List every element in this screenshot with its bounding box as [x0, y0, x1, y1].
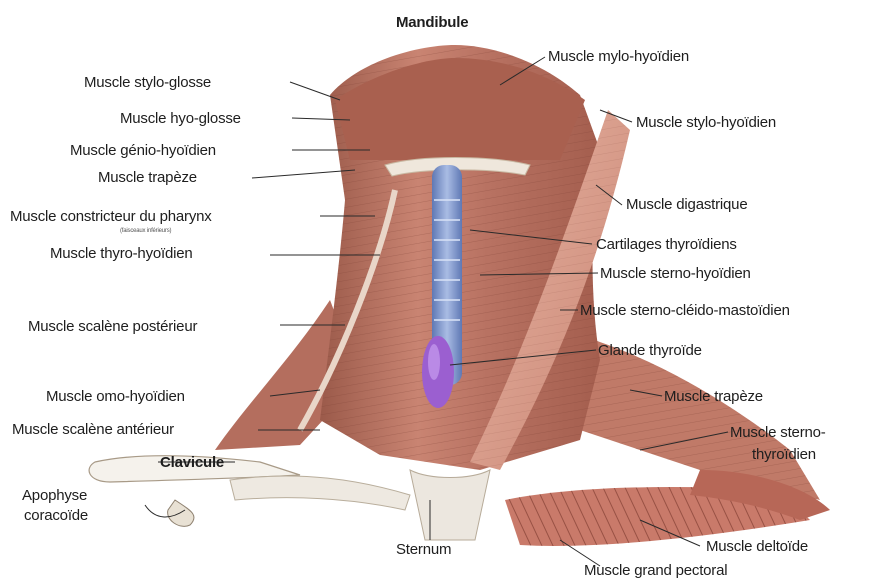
sternum-bone	[410, 470, 490, 540]
label-deltoide: Muscle deltoïde	[706, 538, 808, 555]
label-thyro-hyoidien: Muscle thyro-hyoïdien	[50, 245, 193, 262]
label-sterno-hyoidien: Muscle sterno-hyoïdien	[600, 265, 751, 282]
label-digastrique: Muscle digastrique	[626, 196, 747, 213]
label-sterno-thyroidien-2: thyroïdien	[752, 446, 816, 463]
label-trapeze-top: Muscle trapèze	[98, 169, 197, 186]
label-scm: Muscle sterno-cléido-mastoïdien	[580, 302, 790, 319]
label-stylo-glosse: Muscle stylo-glosse	[84, 74, 211, 91]
coracoid-bone	[168, 500, 194, 526]
label-constricteur: Muscle constricteur du pharynx	[10, 208, 212, 225]
label-mandibule: Mandibule	[396, 14, 468, 31]
label-scalene-post: Muscle scalène postérieur	[28, 318, 197, 335]
label-trapeze-right: Muscle trapèze	[664, 388, 763, 405]
label-glande: Glande thyroïde	[598, 342, 702, 359]
label-apophyse-2: coracoïde	[24, 507, 88, 524]
label-omo-hyoidien: Muscle omo-hyoïdien	[46, 388, 185, 405]
first-rib-left	[230, 476, 410, 510]
label-hyo-glosse: Muscle hyo-glosse	[120, 110, 241, 127]
thyroid-gland-highlight	[428, 344, 440, 380]
label-constricteur-note: (faisceaux inférieurs)	[120, 228, 171, 235]
label-sternum: Sternum	[396, 541, 451, 558]
label-cartilages: Cartilages thyroïdiens	[596, 236, 737, 253]
label-stylo-hyoidien: Muscle stylo-hyoïdien	[636, 114, 776, 131]
label-clavicule: Clavicule	[160, 454, 224, 471]
label-genio-hyoidien: Muscle génio-hyoïdien	[70, 142, 216, 159]
label-mylo-hyoidien: Muscle mylo-hyoïdien	[548, 48, 689, 65]
label-sterno-thyroidien-1: Muscle sterno-	[730, 424, 826, 441]
label-scalene-ant: Muscle scalène antérieur	[12, 421, 174, 438]
label-apophyse-1: Apophyse	[22, 487, 87, 504]
label-grand-pectoral: Muscle grand pectoral	[584, 562, 727, 579]
